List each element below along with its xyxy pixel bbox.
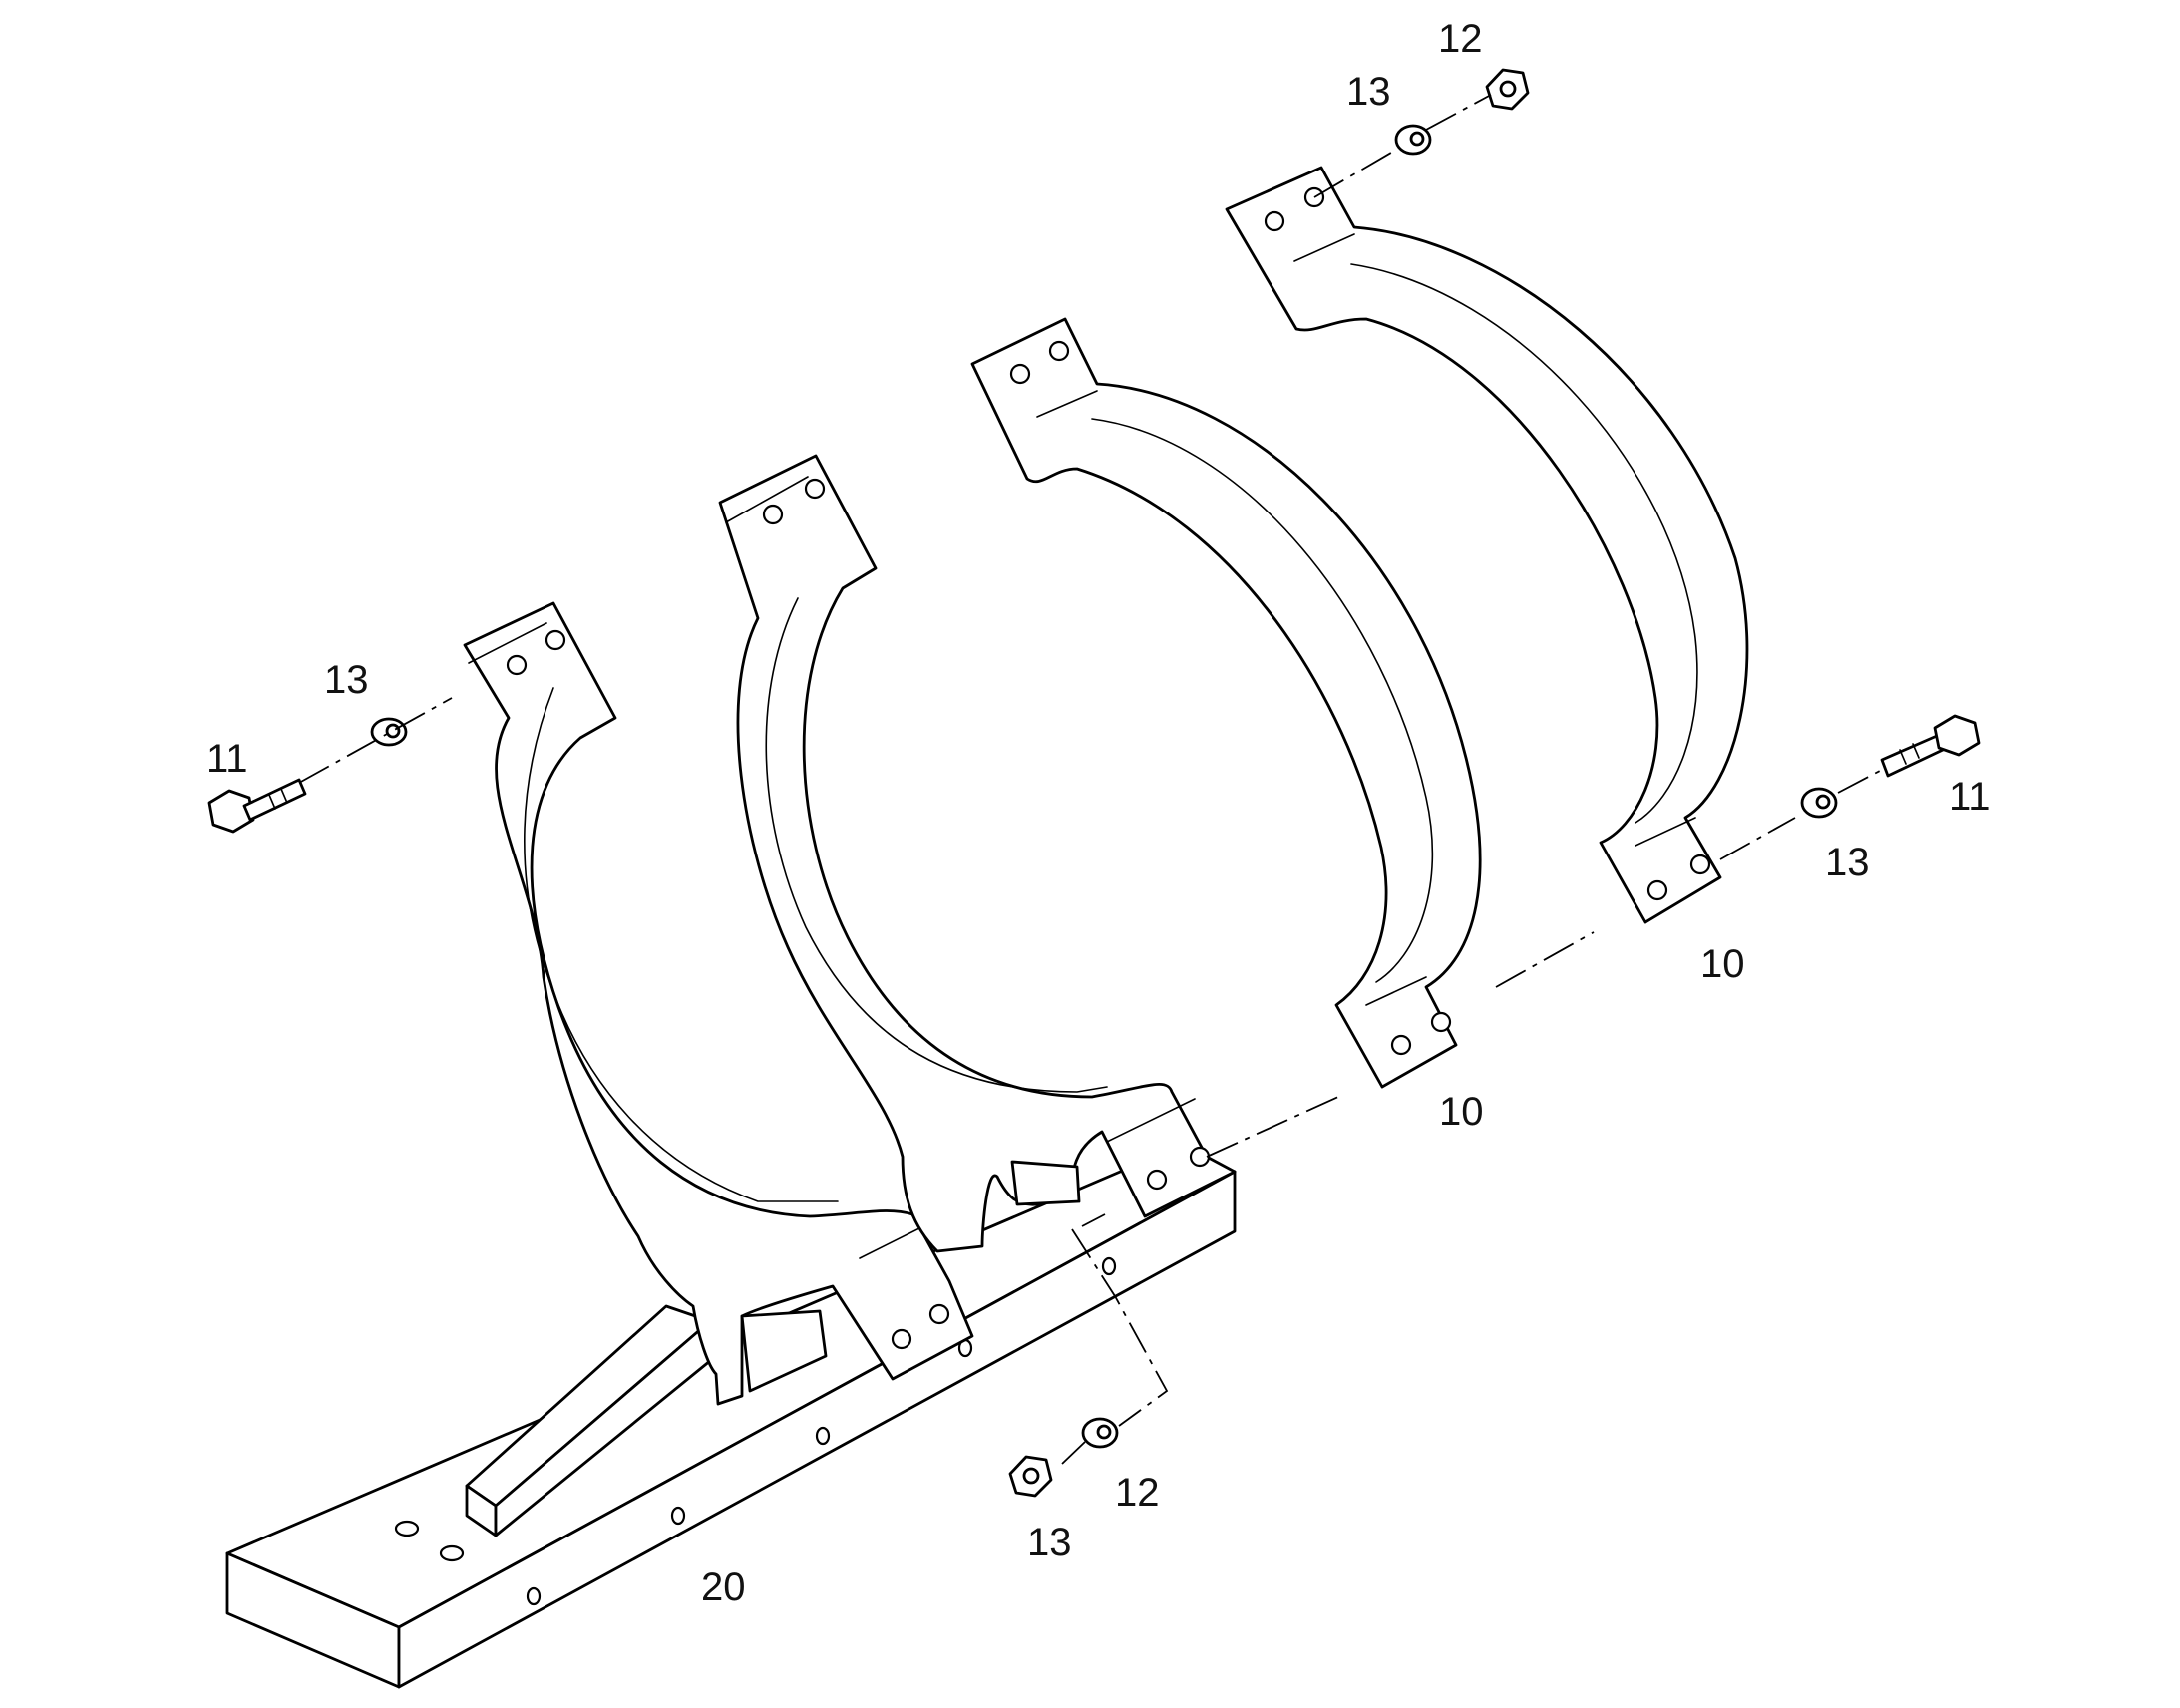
upper-strap-middle: [970, 317, 1482, 1089]
callout-11-left: 11: [206, 737, 248, 781]
callout-12-top: 12: [1438, 17, 1483, 61]
washer-right: [1800, 787, 1838, 819]
callout-11-right: 11: [1949, 775, 1991, 819]
bolt-left: [207, 778, 307, 834]
callout-13-bottom: 13: [1027, 1521, 1072, 1564]
lower-saddle-front: [463, 601, 974, 1406]
washer-left: [370, 717, 408, 747]
bolt-right: [1880, 714, 1981, 778]
callout-12-bottom: 12: [1115, 1471, 1160, 1515]
callout-13-left: 13: [324, 658, 369, 702]
callout-10-right: 10: [1700, 942, 1745, 986]
washer-top: [1394, 124, 1432, 156]
upper-strap-rear: [1225, 166, 1749, 924]
callout-20: 20: [701, 1565, 746, 1609]
callout-13-right: 13: [1825, 841, 1870, 884]
callout-13-top: 13: [1346, 70, 1391, 114]
assembly-lines: [298, 94, 1881, 1465]
lower-saddle-rear: [718, 454, 1237, 1253]
callouts: 12 13 13 11 11 13 10 10 12 13 20: [206, 17, 1991, 1609]
nut-bottom: [1008, 1455, 1053, 1498]
callout-10-middle: 10: [1439, 1090, 1484, 1134]
washer-bottom: [1081, 1417, 1119, 1449]
nut-top: [1485, 68, 1530, 111]
